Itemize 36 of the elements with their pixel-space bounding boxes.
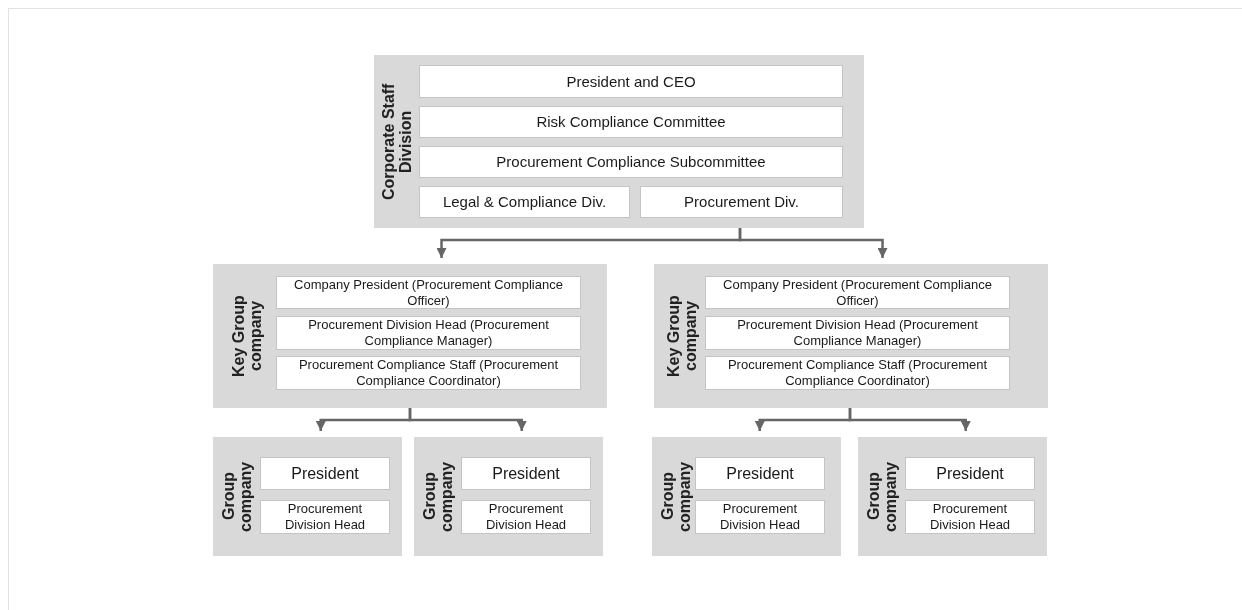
connector-arrow (848, 408, 971, 431)
panel-label: Key Group company (229, 294, 265, 379)
group-panel (374, 55, 864, 228)
connector-arrow (738, 228, 888, 258)
role-box: Legal & Compliance Div. (419, 186, 630, 218)
role-box: Procurement Div. (640, 186, 843, 218)
panel-label: Group company (864, 460, 900, 534)
role-box: Procurement Division Head (260, 500, 390, 534)
role-box: President (260, 457, 390, 490)
role-box: Procurement Division Head (Procurement Compliance Manager) (705, 316, 1010, 350)
group-panel (652, 437, 841, 556)
group-panel (213, 437, 402, 556)
role-box: Procurement Compliance Staff (Procurement Compliance Coordinator) (276, 356, 581, 390)
group-panel (654, 264, 1048, 408)
group-panel (213, 264, 607, 408)
role-box: Risk Compliance Committee (419, 106, 843, 138)
role-box: Procurement Division Head (Procurement Compliance Manager) (276, 316, 581, 350)
role-box: Procurement Compliance Subcommittee (419, 146, 843, 178)
role-box: President and CEO (419, 65, 843, 98)
panel-label: Corporate Staff Division (379, 82, 415, 202)
role-box: Procurement Division Head (695, 500, 825, 534)
group-panel (858, 437, 1047, 556)
role-box: Procurement Division Head (461, 500, 591, 534)
panel-label: Key Group company (664, 294, 700, 379)
role-box: Procurement Division Head (905, 500, 1035, 534)
role-box: President (905, 457, 1035, 490)
panel-label: Group company (658, 460, 694, 534)
group-panel (414, 437, 603, 556)
panel-label: Group company (219, 460, 255, 534)
role-box: Procurement Compliance Staff (Procurement Compliance Coordinator) (705, 356, 1010, 390)
role-box: Company President (Procurement Compliance Officer) (276, 276, 581, 309)
role-box: Company President (Procurement Compliance Officer) (705, 276, 1010, 309)
connector-arrow (408, 408, 527, 431)
role-box: President (695, 457, 825, 490)
panel-label: Group company (420, 460, 456, 534)
role-box: President (461, 457, 591, 490)
